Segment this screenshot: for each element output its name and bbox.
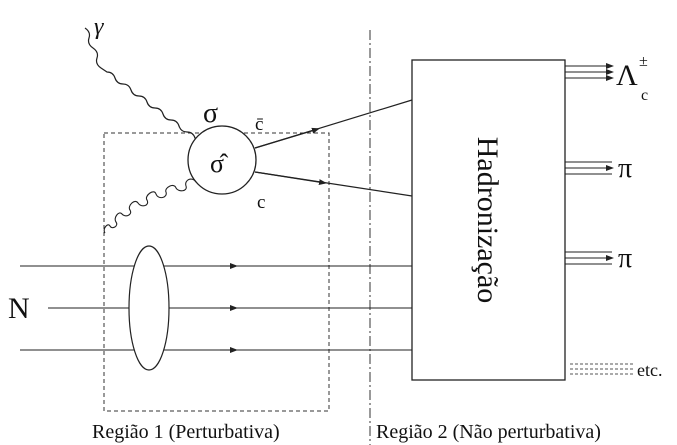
sigma-label: σ bbox=[203, 98, 218, 129]
partonic-vertex bbox=[187, 125, 257, 195]
lambda-c-subscript: c bbox=[641, 87, 648, 104]
region-2-caption: Região 2 (Não perturbativa) bbox=[376, 421, 601, 443]
photon-line bbox=[84, 27, 218, 161]
pion-1-label: π bbox=[618, 153, 632, 184]
pion-2-label: π bbox=[618, 243, 632, 274]
pion-1-output-lines bbox=[565, 161, 614, 175]
etc-output-lines bbox=[570, 363, 634, 375]
lambda-output-lines bbox=[565, 63, 614, 81]
anticharm-label: c̄ bbox=[255, 114, 263, 135]
anticharm-arrow bbox=[254, 127, 320, 149]
hadronization-label: Hadronização bbox=[471, 137, 504, 304]
pion-2-output-lines bbox=[565, 251, 614, 265]
nucleon-label: N bbox=[8, 292, 30, 325]
lambda-c-superscript: ± bbox=[639, 53, 648, 70]
charm-label: c bbox=[257, 192, 265, 213]
charm-arrow bbox=[254, 171, 327, 186]
hadronization-box bbox=[411, 59, 566, 381]
gamma-label: γ bbox=[94, 14, 104, 40]
gluon-line bbox=[103, 178, 197, 234]
lambda-c-label: Λ bbox=[616, 59, 638, 92]
nucleon-ellipse bbox=[128, 245, 170, 371]
etc-label: etc. bbox=[637, 360, 662, 380]
region-1-caption: Região 1 (Perturbativa) bbox=[92, 421, 280, 443]
